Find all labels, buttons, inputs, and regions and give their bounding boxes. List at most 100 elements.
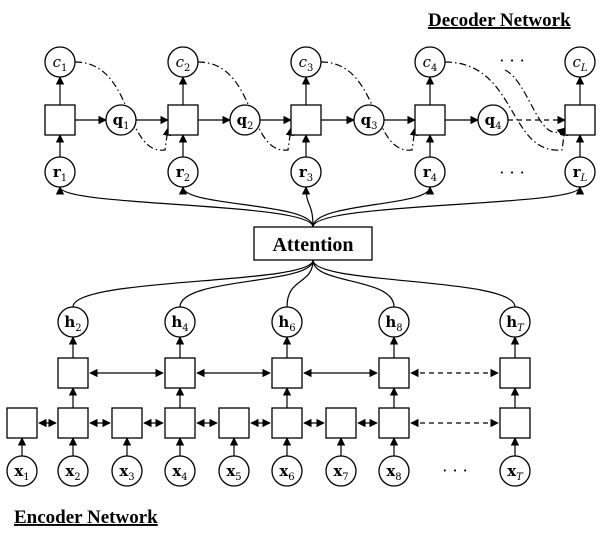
encoder-x-node-4: x4: [164, 455, 196, 487]
decoder-q-node-2-label: q2: [237, 111, 254, 132]
attention-to-h-curve-2: [179, 259, 314, 308]
encoder-x-node-9-circle: [499, 455, 531, 487]
encoder-upper-box-5: [499, 357, 531, 389]
encoder-h-node-4-subscript: 8: [396, 323, 402, 334]
ellipsis-top: · · ·: [499, 51, 524, 70]
attention-to-h-curve-5: [312, 259, 516, 308]
decoder-q-node-2-circle: [229, 104, 261, 136]
decoder-c-node-3-label: c3: [299, 53, 314, 74]
encoder-lower-box-7: [325, 407, 357, 439]
decoder-q-node-3-circle: [353, 104, 385, 136]
encoder-x-node-1-subscript: 1: [23, 472, 29, 483]
encoder-x-node-3-label: x3: [119, 462, 134, 483]
encoder-x-node-7-subscript: 7: [342, 472, 348, 483]
decoder-r-node-5-circle: [564, 156, 596, 188]
decoder-feedback-dashdot-4: [444, 61, 569, 151]
encoder-h-node-3: h6: [271, 306, 303, 338]
decoder-box-1: [44, 104, 76, 136]
decoder-r-node-2: r2: [167, 156, 199, 188]
encoder-x-node-8-subscript: 8: [395, 472, 401, 483]
encoder-lower-box-4: [164, 407, 196, 439]
encoder-x-node-1-symbol: x: [14, 462, 24, 480]
encoder-x-node-5: x5: [218, 455, 250, 487]
decoder-r-node-3: r3: [290, 156, 322, 188]
encoder-x-node-3-circle: [111, 455, 143, 487]
decoder-q-node-2-symbol: q: [237, 111, 248, 129]
attention-label: Attention: [272, 234, 353, 256]
encoder-x-node-5-label: x5: [226, 462, 241, 483]
decoder-box-4: [414, 104, 446, 136]
encoder-h-node-2: h4: [164, 306, 196, 338]
encoder-lower-box-8: [378, 407, 410, 439]
attention-to-h-curve-3: [286, 259, 314, 308]
encoder-upper-box-3: [271, 357, 303, 389]
encoder-h-node-2-circle: [164, 306, 196, 338]
decoder-r-node-1-circle: [44, 156, 76, 188]
encoder-x-node-2-subscript: 2: [74, 472, 80, 483]
decoder-q-node-2: q2: [229, 104, 261, 136]
encoder-h-node-5-label: hT: [506, 313, 525, 334]
attention-to-h-curve-1: [72, 259, 314, 308]
encoder-lower-box-5: [218, 407, 250, 439]
decoder-q-node-3-label: q3: [361, 111, 378, 132]
encoder-h-node-5-subscript: T: [517, 323, 525, 334]
decoder-q-node-1-label: q1: [113, 111, 130, 132]
decoder-c-node-2-circle: [167, 46, 199, 78]
encoder-h-node-4-label: h8: [385, 313, 402, 334]
decoder-c-node-2: c2: [167, 46, 199, 78]
encoder-x-node-5-subscript: 5: [235, 472, 241, 483]
attention-to-r-arrow-5: [312, 186, 585, 228]
decoder-c-node-1-symbol: c: [53, 53, 62, 71]
edges: [17, 61, 585, 456]
encoder-network-title: Encoder Network: [14, 507, 158, 528]
decoder-r-node-1-symbol: r: [53, 163, 62, 181]
encoder-x-node-6-subscript: 6: [288, 472, 294, 483]
encoder-x-node-7-symbol: x: [333, 462, 343, 480]
encoder-x-node-7: x7: [325, 455, 357, 487]
encoder-h-node-2-symbol: h: [171, 313, 182, 331]
decoder-q-node-4-circle: [477, 104, 509, 136]
decoder-c-node-4-circle: [414, 46, 446, 78]
decoder-c-node-1: c1: [44, 46, 76, 78]
encoder-x-node-7-circle: [325, 455, 357, 487]
encoder-x-node-1: x1: [6, 455, 38, 487]
decoder-c-node-2-symbol: c: [176, 53, 185, 71]
encoder-h-node-5-circle: [499, 306, 531, 338]
encoder-x-node-9: xT: [499, 455, 531, 487]
decoder-q-node-1-subscript: 1: [123, 121, 129, 132]
encoder-lower-box-3: [111, 407, 143, 439]
decoder-r-node-1-label: r1: [53, 163, 67, 184]
decoder-box-3: [290, 104, 322, 136]
encoder-h-node-4-symbol: h: [385, 313, 396, 331]
encoder-x-node-3: x3: [111, 455, 143, 487]
encoder-x-node-6-symbol: x: [279, 462, 289, 480]
attention-to-h-curve-4: [312, 259, 395, 308]
encoder-x-node-7-label: x7: [333, 462, 348, 483]
encoder-x-node-9-label: xT: [507, 462, 524, 483]
decoder-box-5: [564, 104, 596, 136]
encoder-x-node-8-symbol: x: [386, 462, 396, 480]
decoder-r-node-4-subscript: 4: [431, 173, 437, 184]
encoder-lower-box-9: [499, 407, 531, 439]
encoder-x-node-9-symbol: x: [507, 462, 517, 480]
encoder-x-node-2: x2: [57, 455, 89, 487]
decoder-box-2: [167, 104, 199, 136]
decoder-r-node-1-subscript: 1: [61, 173, 67, 184]
decoder-q-node-3-subscript: 3: [371, 121, 377, 132]
decoder-r-node-5-symbol: r: [573, 163, 582, 181]
decoder-c-node-4-label: c4: [423, 53, 438, 74]
encoder-x-node-1-circle: [6, 455, 38, 487]
attention-to-r-arrow-3: [301, 186, 314, 228]
encoder-h-node-1-symbol: h: [64, 313, 75, 331]
decoder-feedback-dashdot-5: [504, 69, 566, 137]
decoder-r-node-4-circle: [414, 156, 446, 188]
encoder-x-node-2-label: x2: [65, 462, 80, 483]
ellipsis-x: · · ·: [442, 461, 467, 480]
encoder-h-node-2-label: h4: [171, 313, 188, 334]
encoder-x-node-8-circle: [378, 455, 410, 487]
encoder-x-node-4-subscript: 4: [181, 472, 187, 483]
encoder-lower-box-2: [57, 407, 89, 439]
decoder-r-node-5: rL: [564, 156, 596, 188]
